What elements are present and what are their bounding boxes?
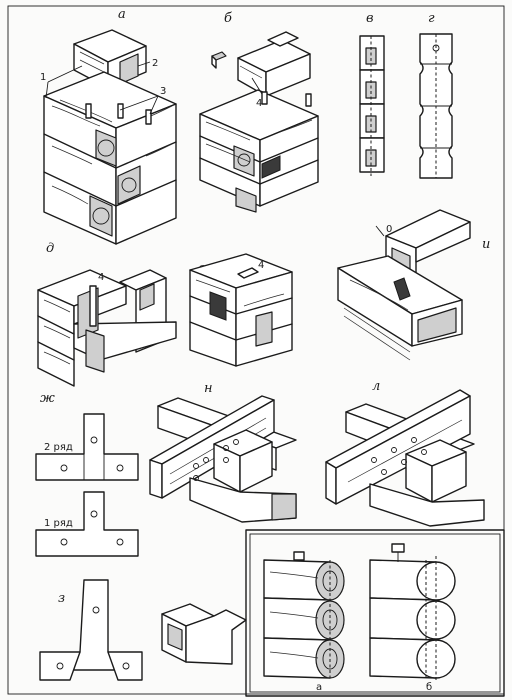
panel-e-corner-key: е 4 <box>189 253 293 367</box>
callout-4-b: 4 <box>256 98 262 109</box>
callout-4-d: 4 <box>98 272 104 283</box>
panel-label-v: в <box>366 11 374 26</box>
panel-label-l: л <box>372 379 380 394</box>
panel-label-a: а <box>118 7 126 22</box>
inset-round-logs: а б <box>245 529 505 697</box>
panel-label-zh: ж <box>40 391 55 406</box>
panel-n-plank-cross: н <box>149 381 297 523</box>
row-label-2: 2 ряд <box>44 442 73 453</box>
callout-1: 1 <box>40 72 46 83</box>
panel-zh-plan-joints: ж 2 ряд 1 ряд <box>35 391 139 557</box>
panel-a-corner-joint: а <box>40 7 177 245</box>
callout-2: 2 <box>152 58 158 69</box>
panel-label-g: г <box>428 11 435 26</box>
callout-0: 0 <box>386 224 392 235</box>
row-label-1: 1 ряд <box>44 518 73 529</box>
panel-l-wide-plank: л <box>325 379 485 527</box>
panel-b-tenon-joint: б 4 <box>199 11 319 213</box>
inset-label-b: б <box>426 682 432 693</box>
panel-label-i: и <box>482 237 490 252</box>
inset-label-a: а <box>316 682 322 693</box>
panel-label-z: з <box>58 591 65 606</box>
panel-v-section-dowels: в <box>359 11 385 176</box>
callout-3: 3 <box>160 86 166 97</box>
panel-label-b: б <box>224 11 232 26</box>
panel-i-beam-notch: и 0 <box>337 209 490 361</box>
callout-4-e: 4 <box>258 260 264 271</box>
panel-z-tee-plan: з <box>39 579 143 681</box>
dovetail-piece <box>161 603 247 665</box>
panel-label-d: д <box>46 241 54 256</box>
panel-g-profile-section: г <box>419 11 453 179</box>
panel-label-n: н <box>204 381 213 396</box>
panel-d-half-joint: д 4 <box>37 241 177 387</box>
outer-frame <box>7 5 505 695</box>
inset-frame <box>245 529 505 697</box>
